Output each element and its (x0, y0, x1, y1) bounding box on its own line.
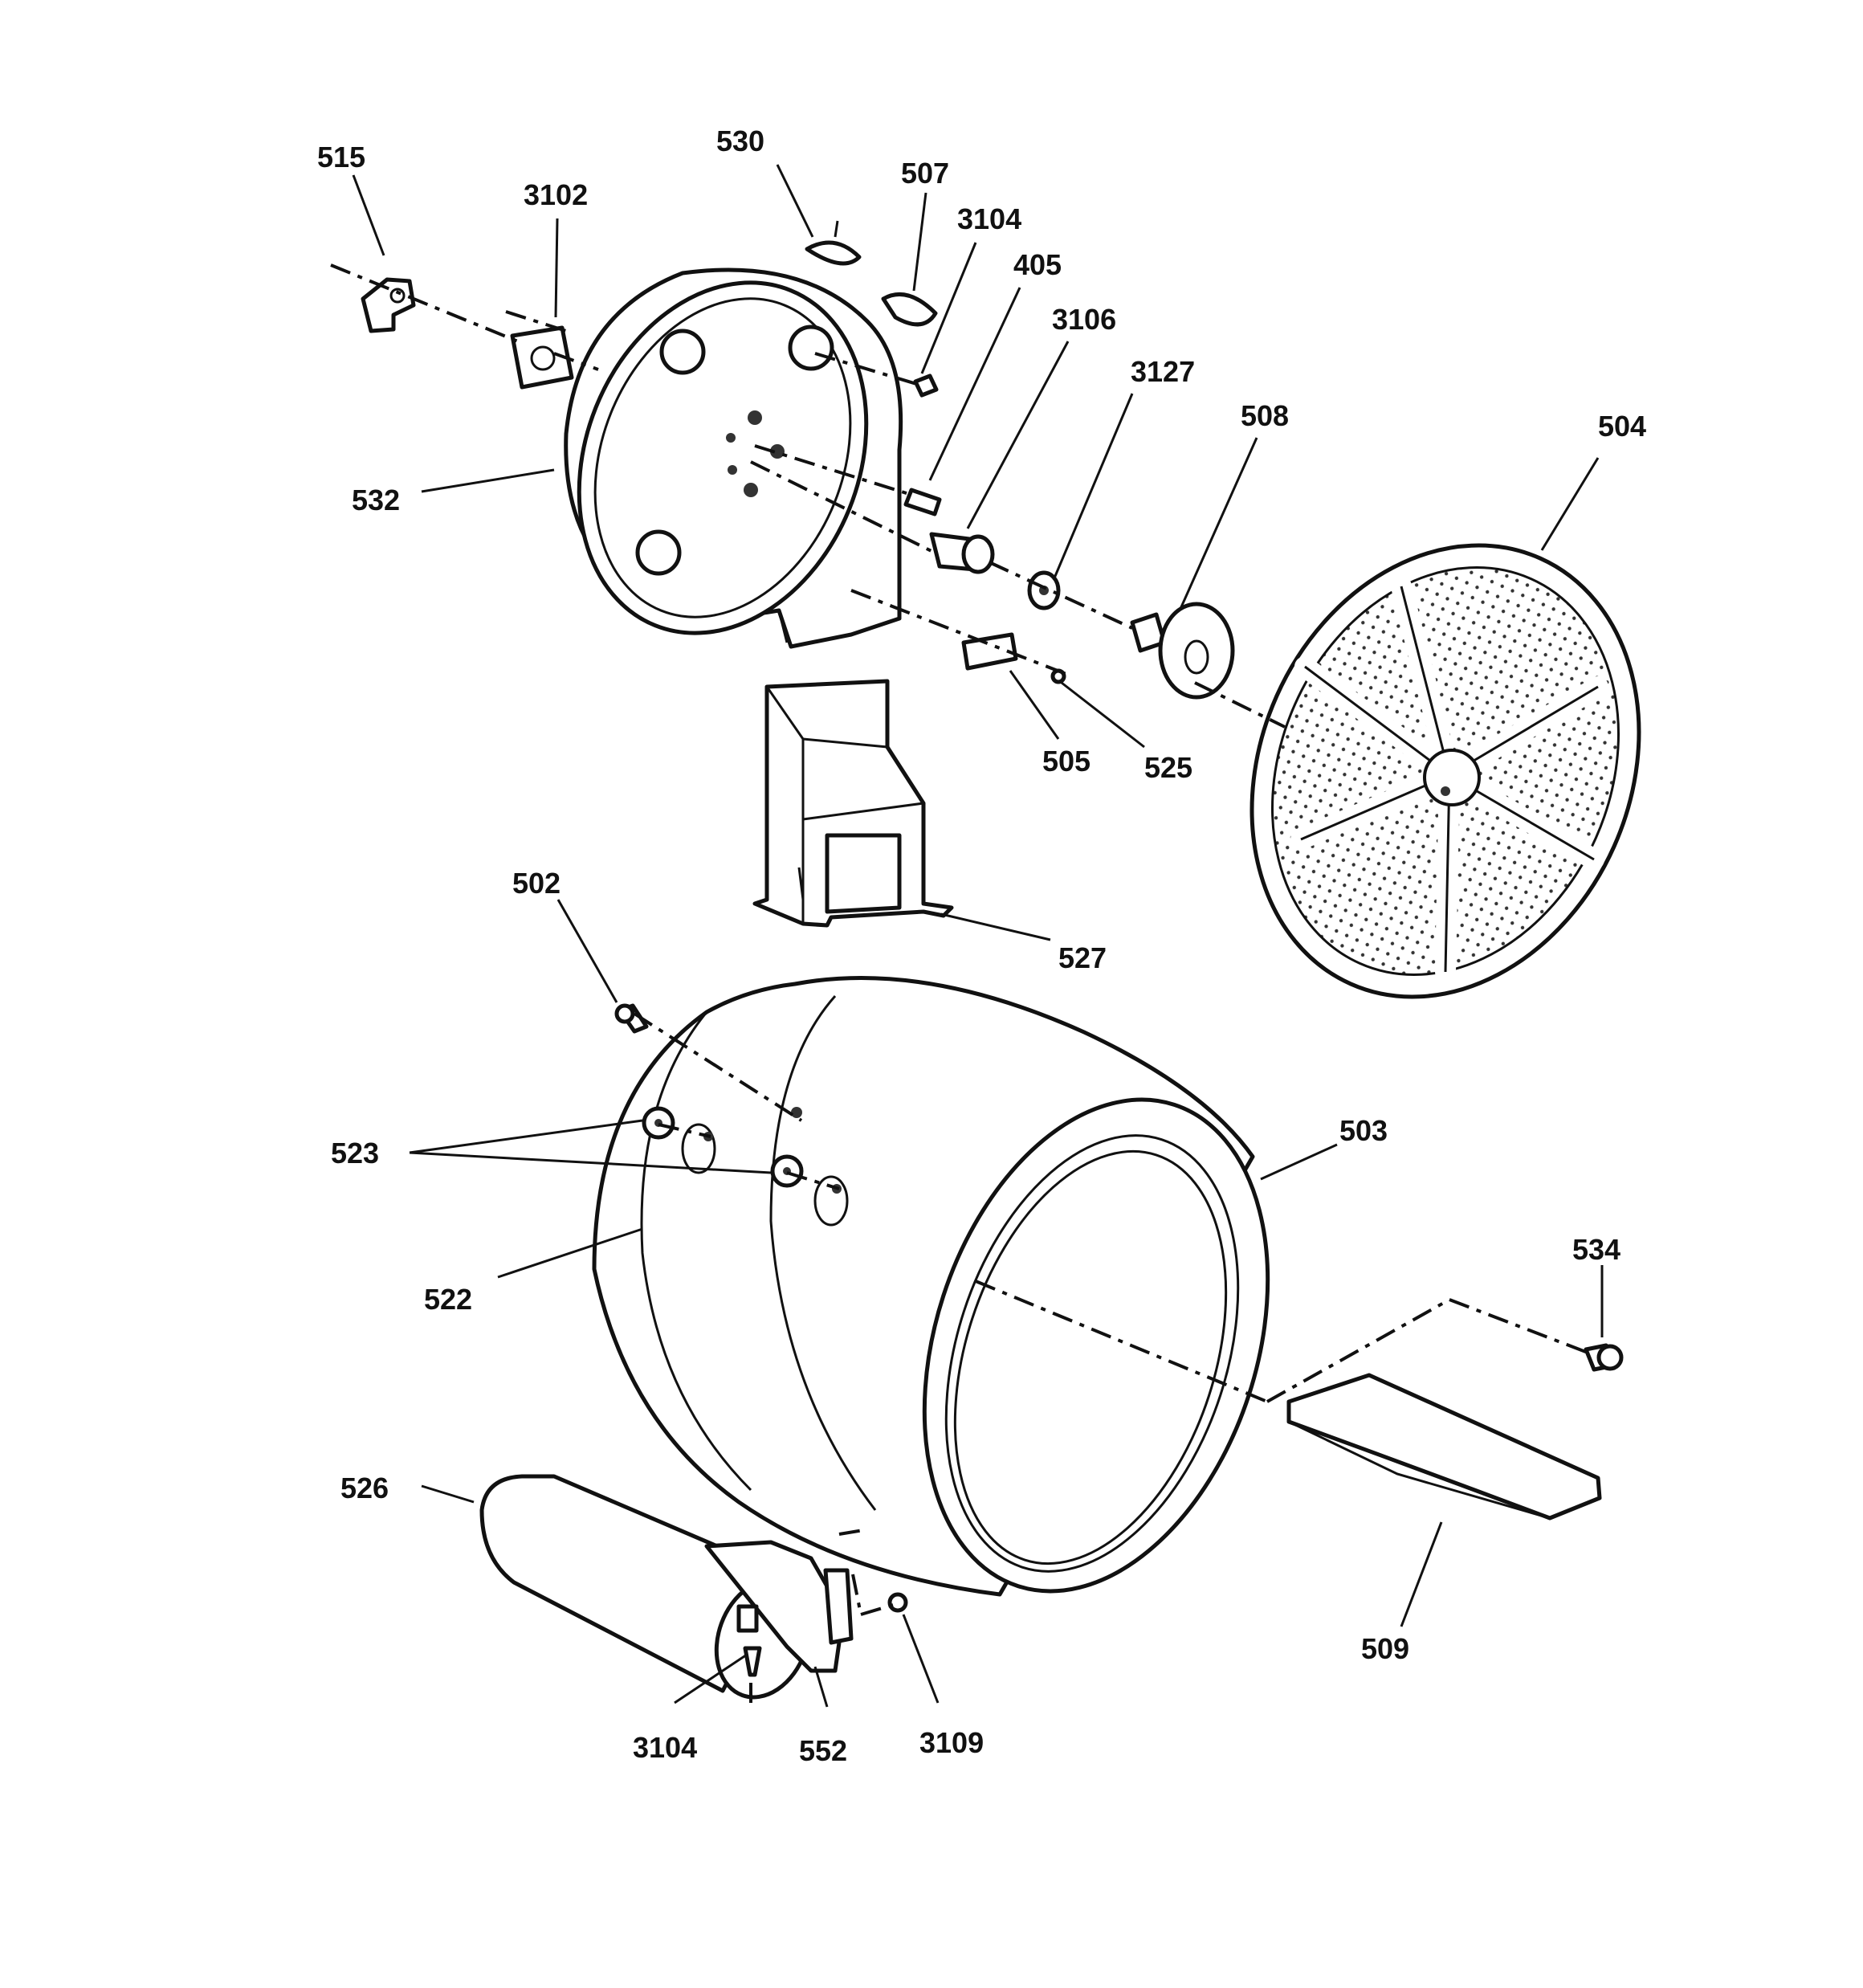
label-503: 503 (1339, 1114, 1388, 1147)
label-523: 523 (331, 1137, 379, 1170)
label-508: 508 (1241, 399, 1289, 432)
front-bulkhead-504-part (1249, 543, 1641, 999)
label-405: 405 (1013, 248, 1062, 281)
label-3102: 3102 (524, 178, 588, 211)
label-3109: 3109 (919, 1726, 984, 1759)
label-522: 522 (424, 1283, 472, 1316)
screw-502-part (614, 1003, 649, 1034)
drum-hub-508-part (1130, 602, 1235, 700)
screw-3104-lower-part (743, 1646, 762, 1677)
label-3104-upper: 3104 (957, 202, 1021, 235)
clip-505-part (961, 632, 1018, 671)
cover-530-part (805, 220, 862, 266)
baffle-509-part (1286, 1373, 1602, 1521)
rear-bulkhead-part (564, 267, 903, 649)
leader-lines (352, 164, 1604, 1708)
exhaust-duct-527-part (752, 679, 954, 928)
label-3104-lower: 3104 (633, 1731, 697, 1764)
washer-523-part (642, 1106, 804, 1188)
label-530: 530 (716, 125, 764, 157)
screw-534-part (1584, 1343, 1624, 1372)
label-527: 527 (1058, 941, 1107, 974)
shaft-405-part (903, 488, 942, 516)
label-525: 525 (1144, 751, 1192, 784)
bearing-3106-part (929, 532, 995, 574)
drum-503-part (592, 976, 1270, 1597)
label-504: 504 (1598, 410, 1646, 443)
thermostat-507-part (881, 292, 938, 327)
label-502: 502 (512, 867, 561, 900)
label-507: 507 (901, 157, 949, 190)
motor-526-part (479, 1474, 854, 1700)
screw-3109-part (887, 1592, 908, 1613)
label-509: 509 (1361, 1632, 1409, 1665)
label-552: 552 (799, 1734, 847, 1767)
label-3106: 3106 (1052, 303, 1116, 336)
bearing-plate-3102-part (510, 325, 574, 390)
label-3127: 3127 (1131, 355, 1195, 388)
label-505: 505 (1042, 745, 1090, 778)
screw-3104-part (913, 374, 939, 398)
label-526: 526 (340, 1472, 389, 1504)
label-534: 534 (1572, 1233, 1620, 1266)
part-labels: 515 3102 530 507 3104 405 3106 3127 508 … (317, 125, 1646, 1767)
label-515: 515 (317, 141, 365, 173)
label-532: 532 (352, 484, 400, 516)
assembly-lines (330, 263, 1591, 1703)
